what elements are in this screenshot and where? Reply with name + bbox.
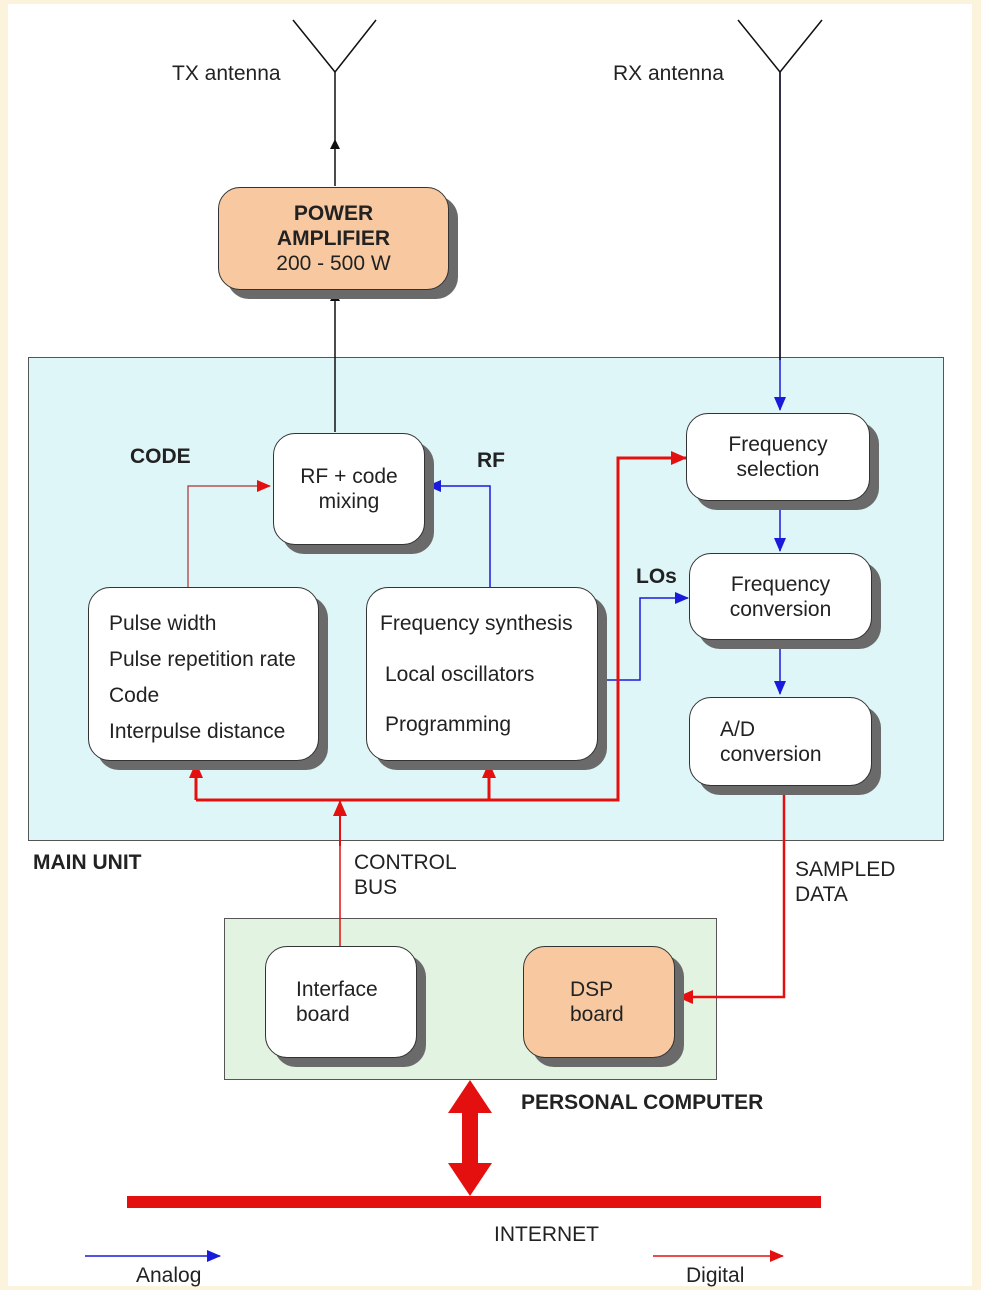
pc-internet-double-arrow [448,1080,492,1196]
interpulse-item: Interpulse distance [109,720,286,743]
frequency-selection-box: Frequency selection [686,413,870,501]
control-bus-label-1: CONTROL [354,851,457,874]
rf-arrow [427,480,491,587]
programming-item: Programming [385,713,512,736]
rf-code-mixing-box: RF + code mixing [273,433,425,545]
code-label: CODE [130,445,191,468]
pa-power-range: 200 - 500 W [276,252,391,275]
pa-title-2: AMPLIFIER [276,227,391,250]
ad-label-2: conversion [720,742,822,766]
sampled-data-arrow [677,787,786,1004]
mixing-label-1: RF + code [300,465,398,488]
los-arrow [597,592,689,681]
dsp-label-1: DSP [570,978,614,1001]
mixing-label-2: mixing [318,490,380,513]
dsp-label-2: board [570,1003,624,1026]
personal-computer-label: PERSONAL COMPUTER [521,1091,764,1114]
interface-board-box: Interface board [265,946,417,1058]
rx-antenna-label: RX antenna [613,62,724,85]
control-bus-wires [189,451,687,946]
selection-label-1: Frequency [728,433,828,456]
code-arrow [187,480,271,587]
conversion-label-2: conversion [729,597,832,621]
synthesis-item: Frequency synthesis [380,612,573,635]
frequency-conversion-box: Frequency conversion [689,553,872,640]
legend-digital-label: Digital [686,1264,745,1287]
sampled-data-label-1: SAMPLED [795,858,896,881]
internet-label: INTERNET [494,1223,599,1246]
pulse-width-item: Pulse width [109,612,217,635]
interface-label-2: board [296,1003,350,1026]
ad-label-1: A/D [720,717,756,741]
local-oscillators-item: Local oscillators [385,663,535,686]
pa-title-1: POWER [293,202,374,225]
legend-analog-label: Analog [136,1264,202,1287]
control-bus-label-2: BUS [354,876,398,899]
rf-label: RF [477,449,505,472]
main-unit-label: MAIN UNIT [33,851,142,874]
internet-bus [127,1196,821,1208]
dsp-board-box: DSP board [523,946,675,1058]
pulse-repetition-item: Pulse repetition rate [109,648,296,671]
interface-label-1: Interface [296,978,378,1001]
pulse-parameters-box: Pulse width Pulse repetition rate Code I… [88,587,319,761]
conversion-label-1: Frequency [730,572,831,596]
power-amplifier-box: POWER AMPLIFIER 200 - 500 W [218,187,449,290]
tx-antenna-label: TX antenna [172,62,281,85]
tx-antenna-icon [292,19,377,140]
ad-conversion-box: A/D conversion [689,697,872,786]
los-label: LOs [636,565,677,588]
selection-label-2: selection [736,458,820,481]
code-item: Code [109,684,160,707]
rx-antenna-icon [737,19,823,74]
frequency-synthesis-box: Frequency synthesis Local oscillators Pr… [366,587,598,761]
sampled-data-label-2: DATA [795,883,848,906]
